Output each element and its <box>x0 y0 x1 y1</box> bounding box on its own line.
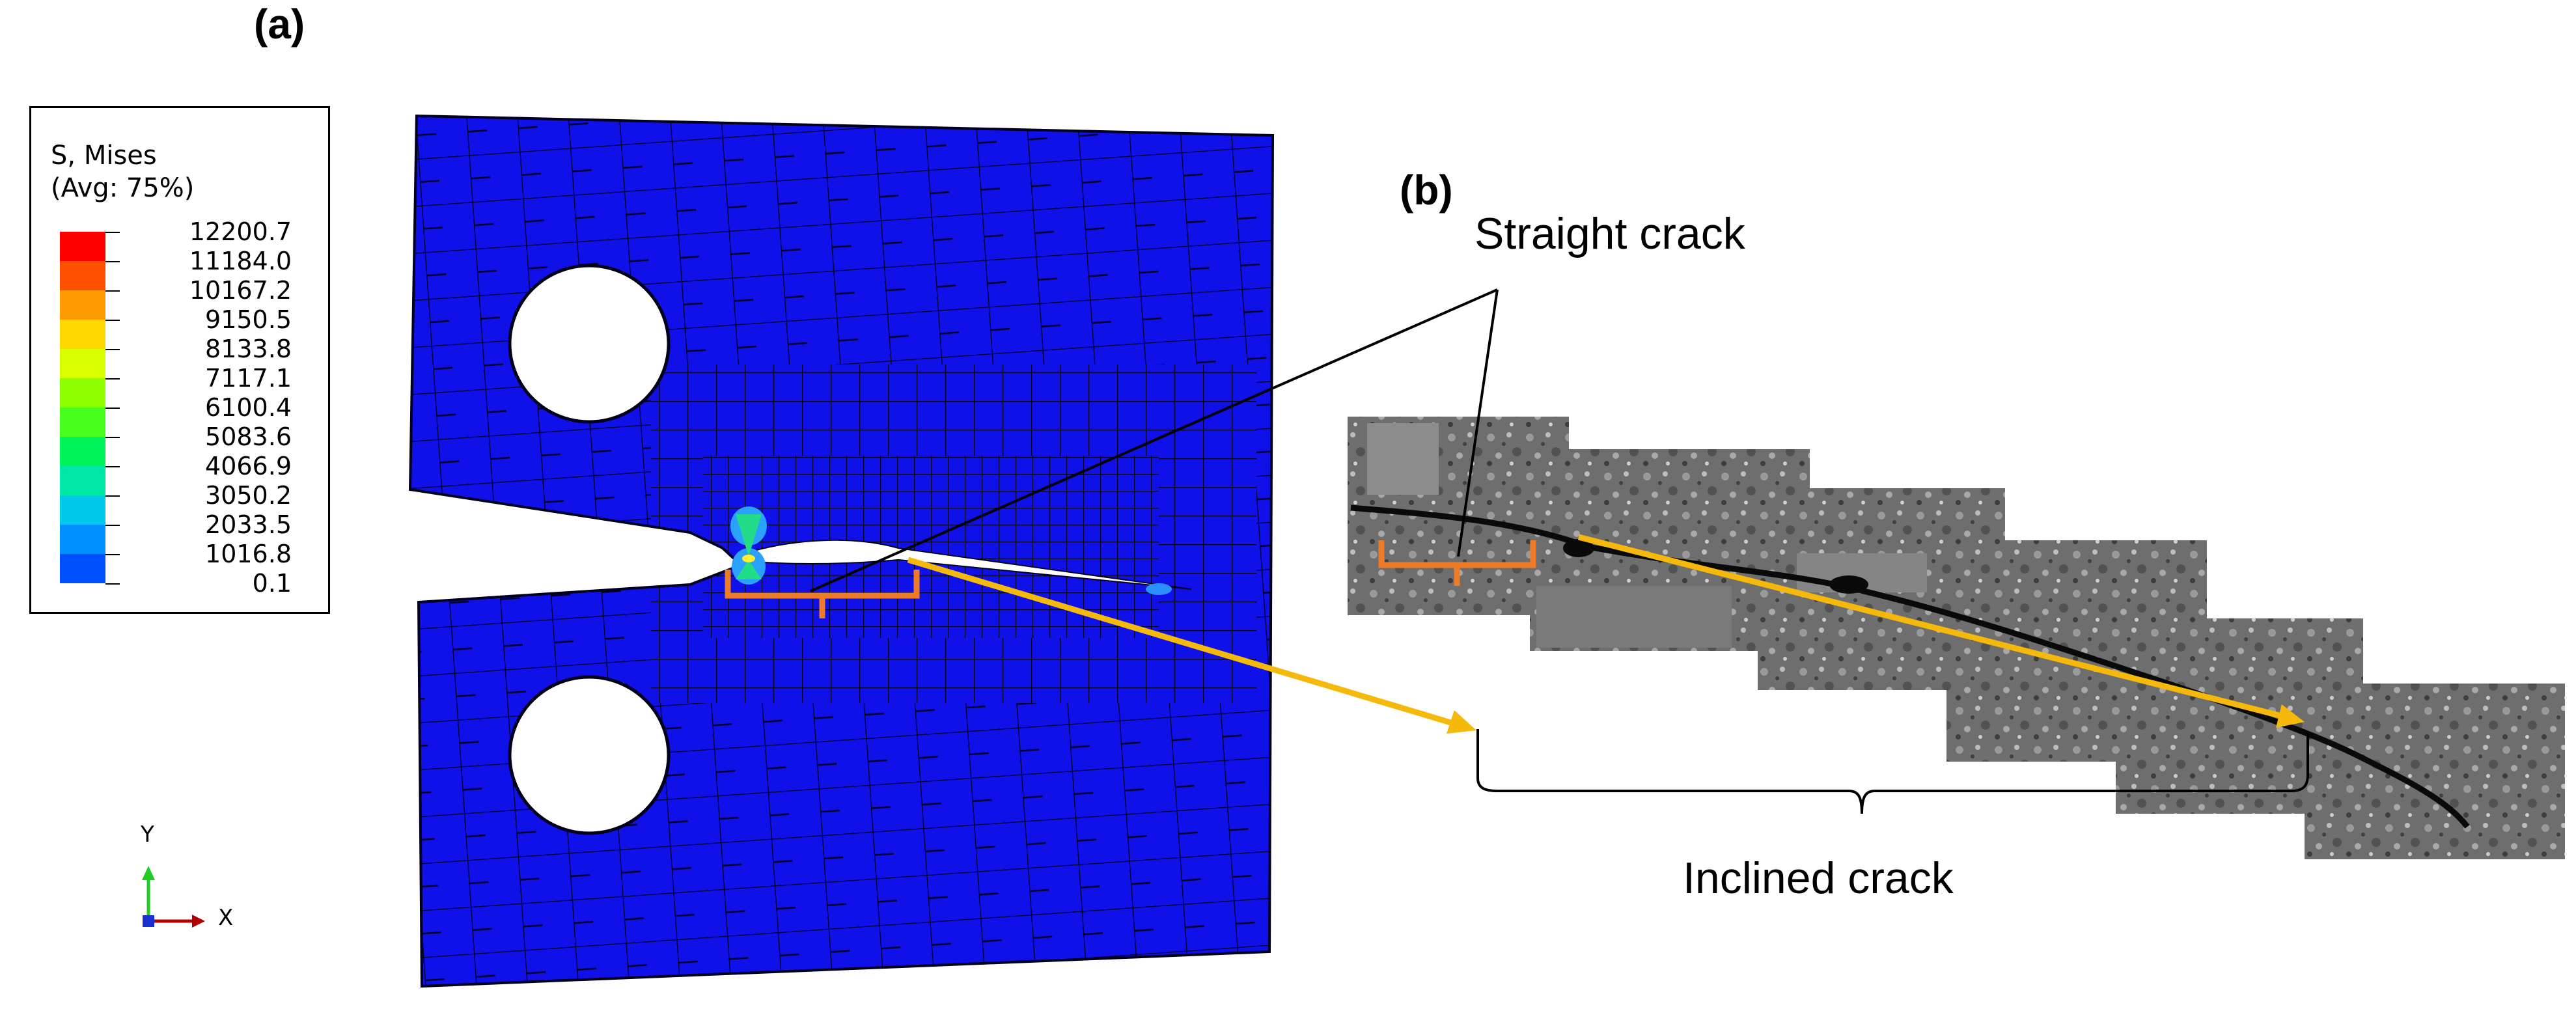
panel-label-a: (a) <box>254 1 305 48</box>
fea-specimen <box>408 114 1275 988</box>
upper-pin-hole <box>508 264 671 424</box>
legend-value: 10167.2 <box>189 276 292 305</box>
legend-swatch <box>60 408 105 437</box>
legend-value: 11184.0 <box>189 247 292 275</box>
legend-value: 12200.7 <box>189 217 292 246</box>
inclined-crack-brace <box>1476 729 2309 814</box>
legend-tick <box>105 583 120 585</box>
legend-title-line2: (Avg: 75%) <box>51 173 195 203</box>
stress-concentration <box>730 506 1172 595</box>
legend-tick <box>105 320 120 321</box>
inclined-crack-arrows <box>907 534 2305 734</box>
legend-value: 9150.5 <box>205 305 292 334</box>
panel-label-b: (b) <box>1400 167 1453 214</box>
crack-opening <box>735 539 1192 590</box>
fea-straight-crack-bracket <box>725 570 920 618</box>
micrograph-straight-crack-bracket <box>1378 540 1536 586</box>
legend-value: 6100.4 <box>205 393 292 422</box>
legend-swatch <box>60 320 105 349</box>
crack-micrograph <box>1348 417 2565 859</box>
x-axis-label: X <box>218 905 234 931</box>
inclined-crack-label: Inclined crack <box>1683 853 1954 903</box>
legend-tick <box>105 349 120 350</box>
legend-swatch <box>60 232 105 261</box>
legend-swatch <box>60 466 105 495</box>
legend-value: 2033.5 <box>205 510 292 539</box>
legend-value: 5083.6 <box>205 422 292 451</box>
legend-tick <box>105 525 120 526</box>
legend-swatch <box>60 437 105 466</box>
legend-tick <box>105 378 120 380</box>
straight-crack-label: Straight crack <box>1475 209 1745 258</box>
legend-swatch <box>60 495 105 525</box>
legend-value: 7117.1 <box>205 364 292 393</box>
legend-tick <box>105 554 120 555</box>
legend-value: 3050.2 <box>205 481 292 510</box>
legend-value: 1016.8 <box>205 540 292 568</box>
legend-swatch <box>60 261 105 290</box>
legend-swatch <box>60 290 105 320</box>
legend-tick <box>105 495 120 497</box>
legend-tick <box>105 232 120 233</box>
legend-title-line1: S, Mises <box>51 141 157 171</box>
legend-tick <box>105 261 120 262</box>
legend-value: 0.1 <box>252 569 292 598</box>
lower-pin-hole <box>508 675 671 835</box>
legend-swatch <box>60 349 105 378</box>
legend-swatch <box>60 525 105 554</box>
coordinate-triad <box>142 866 205 928</box>
legend-value: 8133.8 <box>205 335 292 363</box>
legend-swatch <box>60 378 105 408</box>
y-axis-label: Y <box>141 822 154 848</box>
legend-tick <box>105 408 120 409</box>
legend-tick <box>105 290 120 292</box>
legend-value: 4066.9 <box>205 452 292 480</box>
legend-tick <box>105 437 120 438</box>
callout-line-to-fea <box>810 288 1498 592</box>
callout-line-to-micrograph <box>1457 289 1499 557</box>
legend-swatch <box>60 554 105 583</box>
legend-tick <box>105 466 120 467</box>
